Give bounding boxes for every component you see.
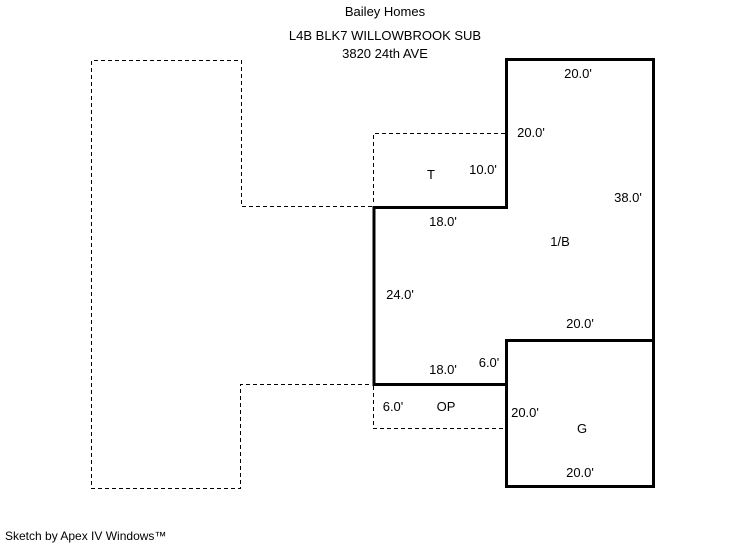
header-legal-description: L4B BLK7 WILLOWBROOK SUB [289,28,481,43]
op-area-dashed-outline [373,386,504,429]
dimension-label: 24.0' [386,287,414,302]
dimension-label: 20.0' [564,66,592,81]
dimension-label: 20.0' [517,125,545,140]
header-company: Bailey Homes [345,4,426,19]
dimension-label: 38.0' [614,190,642,205]
area-label-1b: 1/B [550,234,570,249]
area-label-g: G [577,421,587,436]
dimension-label: 20.0' [566,465,594,480]
dimension-label: 18.0' [429,214,457,229]
footer-credit: Sketch by Apex IV Windows™ [5,529,166,543]
area-label-op: OP [437,399,456,414]
main-dwelling-outline [372,58,655,386]
lot-dashed-outline [91,60,372,489]
dimension-label: 18.0' [429,362,457,377]
dimension-label: 20.0' [511,405,539,420]
t-area-dashed-outline [373,133,505,205]
dimension-label: 10.0' [469,162,497,177]
header-address: 3820 24th AVE [342,46,428,61]
area-label-t: T [427,167,435,182]
dimension-label: 6.0' [479,355,500,370]
garage-outline [505,339,655,488]
dimension-label: 20.0' [566,316,594,331]
dimension-label: 6.0' [383,399,404,414]
